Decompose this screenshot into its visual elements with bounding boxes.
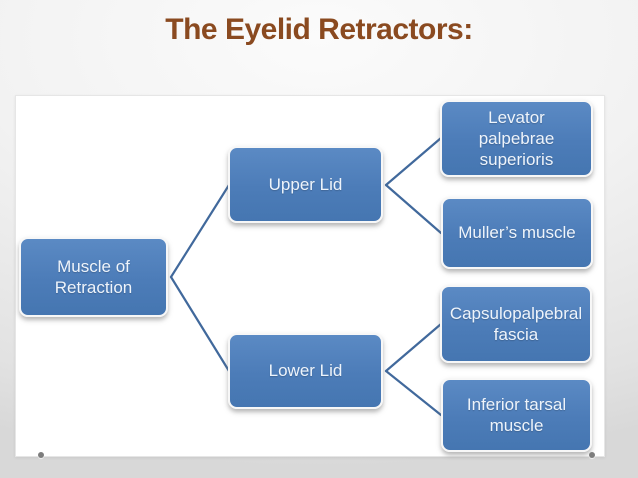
node-mullers-muscle: Muller’s muscle	[441, 197, 593, 269]
node-levator-palpebrae-superioris: Levator palpebrae superioris	[440, 100, 593, 177]
node-inferior-tarsal-muscle: Inferior tarsal muscle	[441, 378, 592, 452]
node-lower-lid: Lower Lid	[228, 333, 383, 409]
decoration-dot-right	[589, 452, 595, 458]
page-title: The Eyelid Retractors:	[165, 13, 473, 46]
decoration-dot-left	[38, 452, 44, 458]
node-muscle-of-retraction: Muscle of Retraction	[19, 237, 168, 317]
node-upper-lid: Upper Lid	[228, 146, 383, 223]
node-capsulopalpebral-fascia: Capsulopalpebral fascia	[440, 285, 592, 363]
